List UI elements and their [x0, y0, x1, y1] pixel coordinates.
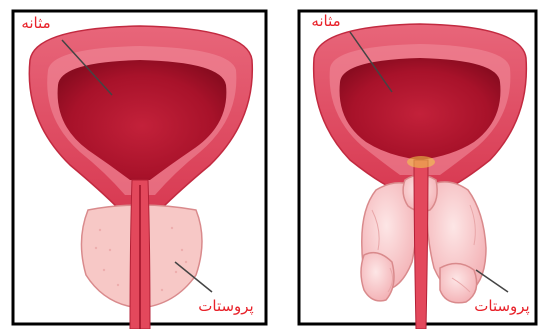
left-bladder-label: مثانه [21, 14, 50, 32]
right-urethra [414, 160, 428, 329]
right-bladder-neck [407, 156, 435, 168]
right-prostate-label: پروستات [474, 297, 529, 316]
left-prostate-label: پروستات [198, 297, 253, 316]
right-panel-enlarged-prostate: مثانه پروستات [299, 11, 536, 329]
left-panel-normal-prostate: مثانه پروستات [13, 11, 266, 329]
right-bladder-label: مثانه [311, 12, 340, 30]
